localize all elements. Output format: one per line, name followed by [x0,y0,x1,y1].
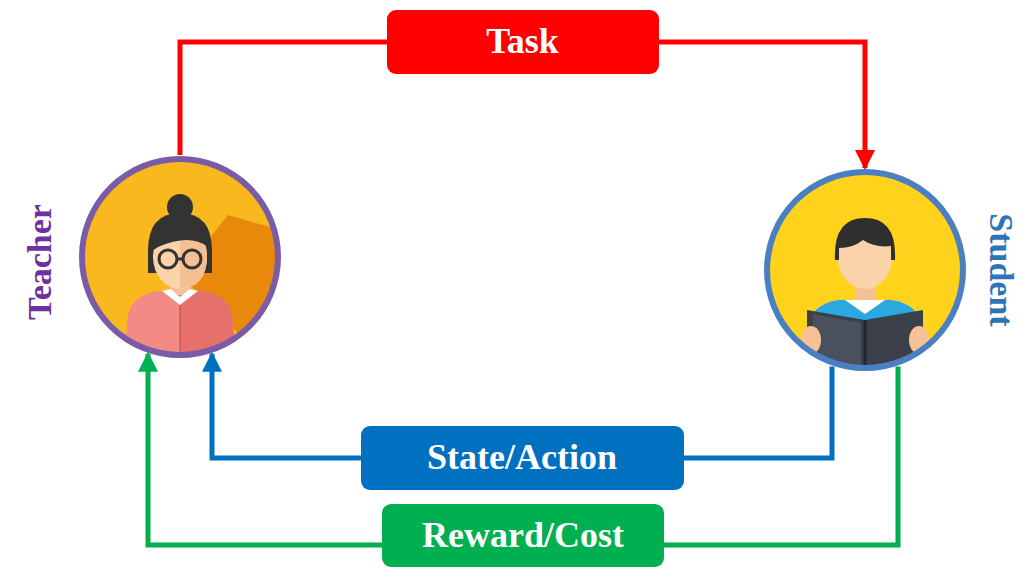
edge-label: State/Action [427,437,617,477]
student-avatar [763,168,967,372]
edge-label-box: Reward/Cost [382,504,664,567]
edge-label-box: Task [387,10,659,73]
edge-label: Reward/Cost [422,515,624,555]
role-label: Teacher [23,204,57,320]
edge-label-box: State/Action [361,426,684,489]
teacher-node: Teacher [78,155,282,359]
student-node: Student [763,168,967,372]
teacher-avatar [78,155,282,359]
edge-label: Task [486,21,559,61]
role-label: Student [984,213,1018,326]
